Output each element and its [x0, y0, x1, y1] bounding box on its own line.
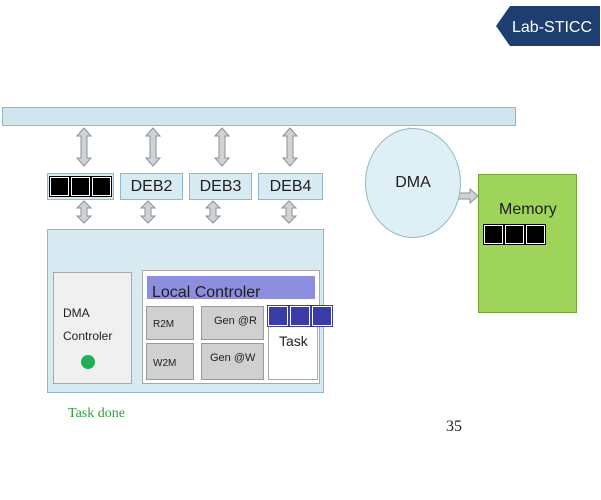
task-label: Task — [279, 333, 308, 349]
memory-blocks — [483, 224, 546, 245]
gen-w-unit: Gen @W — [201, 343, 264, 380]
r2m-unit: R2M — [146, 306, 194, 340]
dma-label: DMA — [395, 174, 431, 191]
dma-controller-label-line2: Controler — [63, 329, 113, 343]
task-block — [267, 305, 289, 327]
deb3-label: DEB3 — [199, 177, 242, 195]
buffer-block — [49, 176, 70, 197]
deb1-box — [47, 173, 114, 200]
memory-block — [525, 224, 546, 245]
local-controller-bar — [147, 276, 315, 299]
bus-deb1-arrow — [75, 127, 93, 167]
gen-r-unit: Gen @R — [201, 306, 264, 340]
deb2-box: DEB2 — [120, 173, 183, 200]
buffer-block — [91, 176, 112, 197]
buffer-block — [70, 176, 91, 197]
memory-label: Memory — [499, 201, 557, 218]
task-done-indicator — [81, 355, 95, 369]
logo-text: Lab-STICC — [512, 19, 592, 36]
dma-node: DMA — [365, 128, 461, 238]
deb4-label: DEB4 — [269, 177, 312, 195]
lab-sticc-logo: Lab-STICC — [496, 6, 600, 46]
deb2-down-arrow — [139, 200, 157, 224]
memory-block — [483, 224, 504, 245]
system-bus — [2, 107, 516, 126]
deb3-down-arrow — [204, 200, 222, 224]
bus-deb3-arrow — [213, 127, 231, 167]
deb4-down-arrow — [280, 200, 298, 224]
memory-block — [504, 224, 525, 245]
w2m-unit: W2M — [146, 343, 194, 380]
task-blocks — [267, 305, 334, 327]
dma-controller-label-line1: DMA — [63, 306, 90, 320]
task-block — [311, 305, 333, 327]
deb2-label: DEB2 — [130, 177, 173, 195]
page-number: 35 — [446, 418, 462, 435]
deb3-box: DEB3 — [189, 173, 252, 200]
deb4-box: DEB4 — [258, 173, 323, 200]
task-done-label: Task done — [68, 406, 125, 421]
bus-deb4-arrow — [281, 127, 299, 167]
deb1-down-arrow — [75, 200, 93, 224]
local-controller-label: Local Controler — [152, 284, 261, 301]
bus-deb2-arrow — [144, 127, 162, 167]
task-block — [289, 305, 311, 327]
